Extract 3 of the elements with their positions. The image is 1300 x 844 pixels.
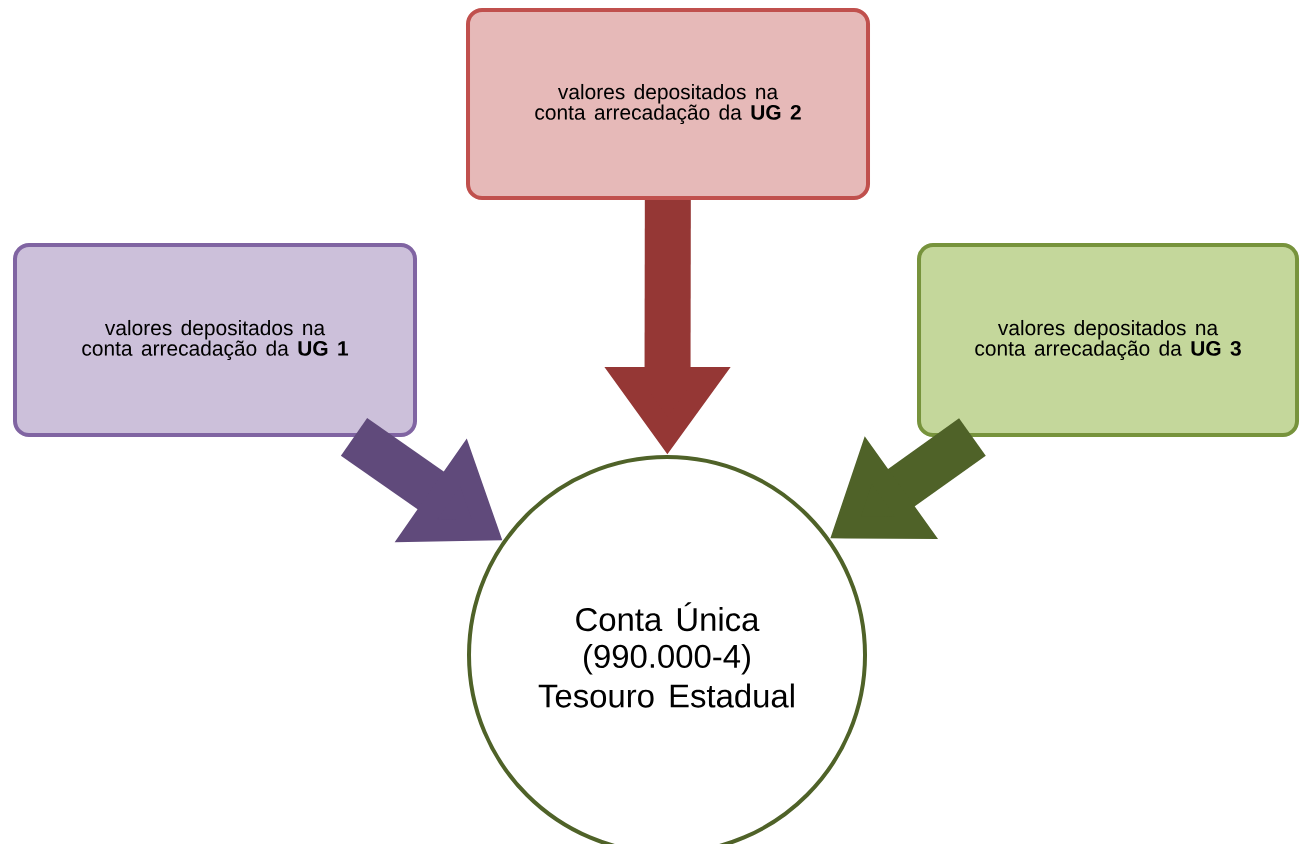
source-box: valores depositados na conta arrecadação da UG 1 [13,243,417,437]
source-box: valores depositados na conta arrecadação da UG 3 [917,243,1299,437]
source-box: valores depositados na conta arrecadação da UG 2 [466,8,870,200]
